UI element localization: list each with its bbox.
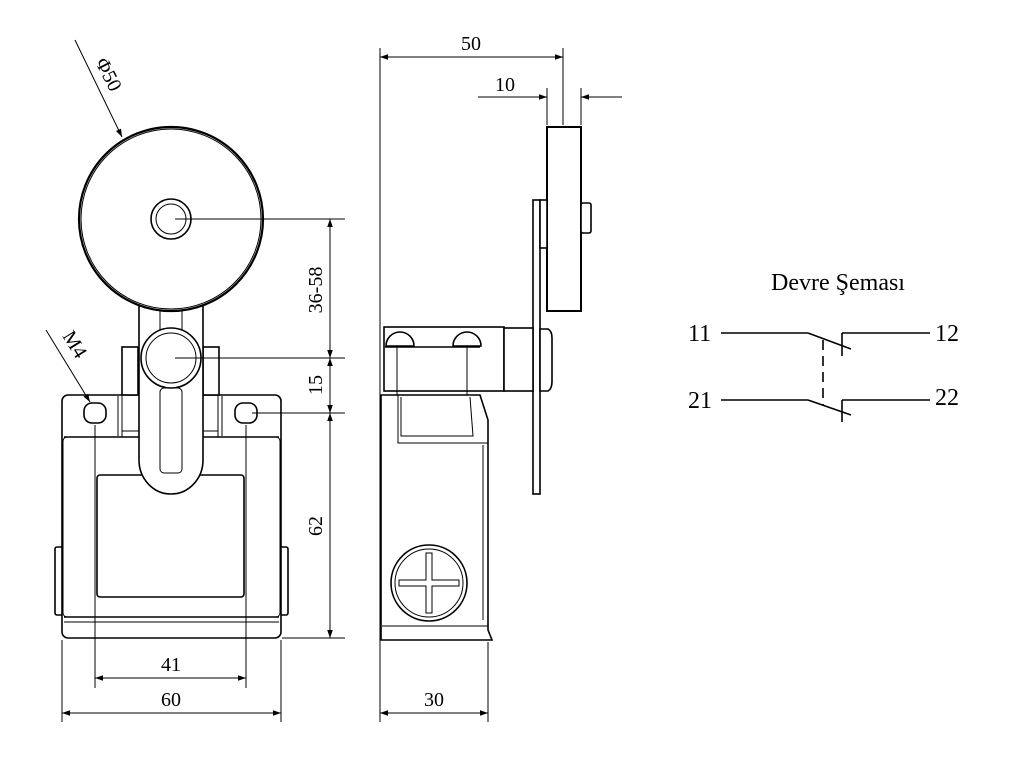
- terminal-12: 12: [935, 321, 959, 347]
- front-view: [54, 125, 289, 639]
- cross-head-icon: [398, 552, 460, 614]
- roller-side: [546, 126, 582, 312]
- roller-diameter-label: Φ50: [91, 54, 126, 95]
- side-dimensions: 50 10 30: [379, 33, 622, 722]
- mounting-hole-left: [83, 402, 107, 424]
- dim-62: 62: [305, 516, 327, 536]
- dim-36-58: 36-58: [305, 267, 327, 314]
- terminal-screw: [390, 544, 468, 622]
- dim-60: 60: [161, 689, 181, 711]
- dim-41: 41: [161, 654, 181, 676]
- dome-left: [385, 331, 415, 347]
- lever-plate: [532, 199, 541, 495]
- side-view: [380, 126, 592, 641]
- bracket-left: [121, 346, 139, 396]
- terminal-22: 22: [935, 385, 959, 411]
- roller-nut: [580, 202, 592, 234]
- circuit-title: Devre Şeması: [771, 270, 905, 296]
- dim-15: 15: [305, 375, 327, 395]
- bracket-right: [202, 346, 220, 396]
- dim-10: 10: [495, 74, 515, 96]
- dim-30: 30: [424, 689, 444, 711]
- terminal-21: 21: [688, 388, 712, 414]
- circuit-diagram: Devre Şeması 11 12 21 22: [688, 270, 959, 422]
- dim-50: 50: [461, 33, 481, 55]
- dome-right: [452, 331, 482, 347]
- terminal-11: 11: [688, 321, 711, 347]
